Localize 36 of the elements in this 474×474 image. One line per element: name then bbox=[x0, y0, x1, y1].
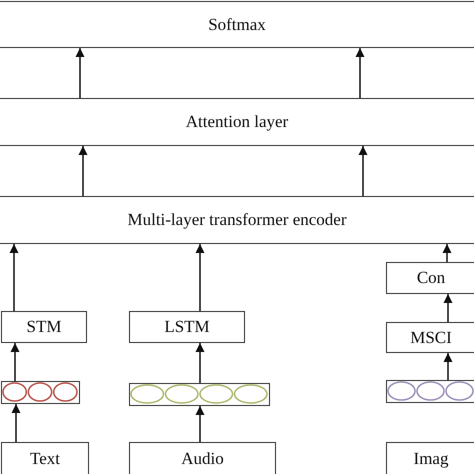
layer-label: MSCI bbox=[410, 328, 452, 348]
layer-label: Softmax bbox=[208, 14, 266, 34]
layer-label: Text bbox=[30, 449, 60, 469]
layer-band bbox=[0, 196, 474, 244]
arrow bbox=[444, 353, 452, 380]
process-box bbox=[386, 322, 474, 353]
process-box bbox=[1, 442, 89, 474]
layer-band bbox=[0, 1, 474, 48]
layer-label: Multi-layer transformer encoder bbox=[127, 210, 347, 230]
layer-label: STM bbox=[26, 317, 62, 337]
layer-label: Con bbox=[416, 268, 446, 288]
process-box bbox=[129, 442, 276, 474]
arrow bbox=[358, 146, 368, 196]
embedding-vector bbox=[129, 383, 270, 406]
arrow bbox=[196, 406, 204, 442]
layer-label: LSTM bbox=[164, 317, 210, 337]
arrow bbox=[442, 244, 452, 262]
process-box bbox=[1, 311, 87, 343]
layer-label: Audio bbox=[181, 449, 224, 469]
layer-label: Imag bbox=[414, 449, 448, 469]
arrow bbox=[10, 244, 18, 311]
arrow bbox=[78, 146, 88, 196]
process-box bbox=[386, 262, 474, 294]
layer-label: Attention layer bbox=[186, 112, 288, 132]
embedding-vector bbox=[1, 381, 80, 404]
arrow bbox=[196, 244, 204, 311]
arrow bbox=[444, 294, 452, 322]
arrow bbox=[76, 48, 84, 98]
process-box bbox=[129, 311, 245, 343]
process-box bbox=[386, 442, 474, 474]
arrow bbox=[196, 343, 204, 383]
embedding-vector bbox=[386, 380, 474, 403]
arrow bbox=[12, 404, 20, 442]
arrow bbox=[356, 48, 364, 98]
arrow bbox=[10, 343, 20, 381]
layer-band bbox=[0, 98, 474, 146]
